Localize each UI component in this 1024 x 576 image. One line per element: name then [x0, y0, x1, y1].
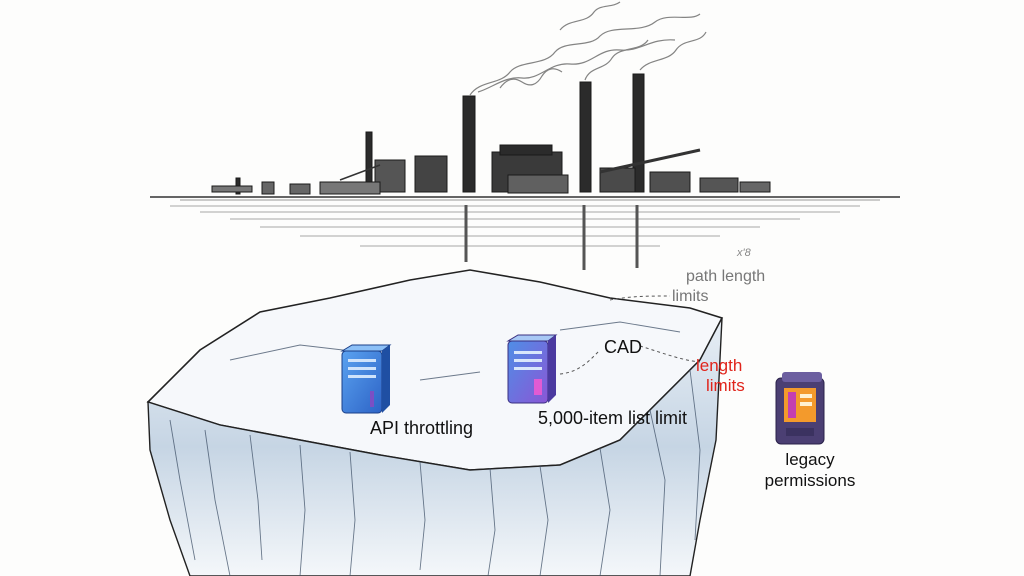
factory-skyline [211, 73, 771, 195]
water-reflection [170, 205, 860, 270]
smoke-plume [469, 1, 707, 96]
doodle-annotation: x'8 [737, 247, 751, 259]
cad-label: CAD [604, 337, 643, 357]
legacy-permissions-label-line1: legacy [785, 450, 835, 469]
connector-lines [559, 295, 701, 375]
list-limit-label: 5,000-item list limit [538, 408, 688, 428]
server-blue-icon [340, 344, 392, 414]
api-throttling-label: API throttling [370, 418, 474, 438]
iceberg-cliff [146, 269, 724, 576]
legacy-device-icon [775, 372, 825, 445]
path-length-label-line1: path length [686, 268, 766, 285]
length-limits-label-line1: length [696, 356, 743, 375]
length-limits-label-line2: limits [706, 376, 745, 395]
server-gradient-icon [506, 334, 558, 404]
legacy-permissions-label-line2: permissions [764, 471, 856, 490]
path-length-label-line2: limits [672, 288, 709, 305]
